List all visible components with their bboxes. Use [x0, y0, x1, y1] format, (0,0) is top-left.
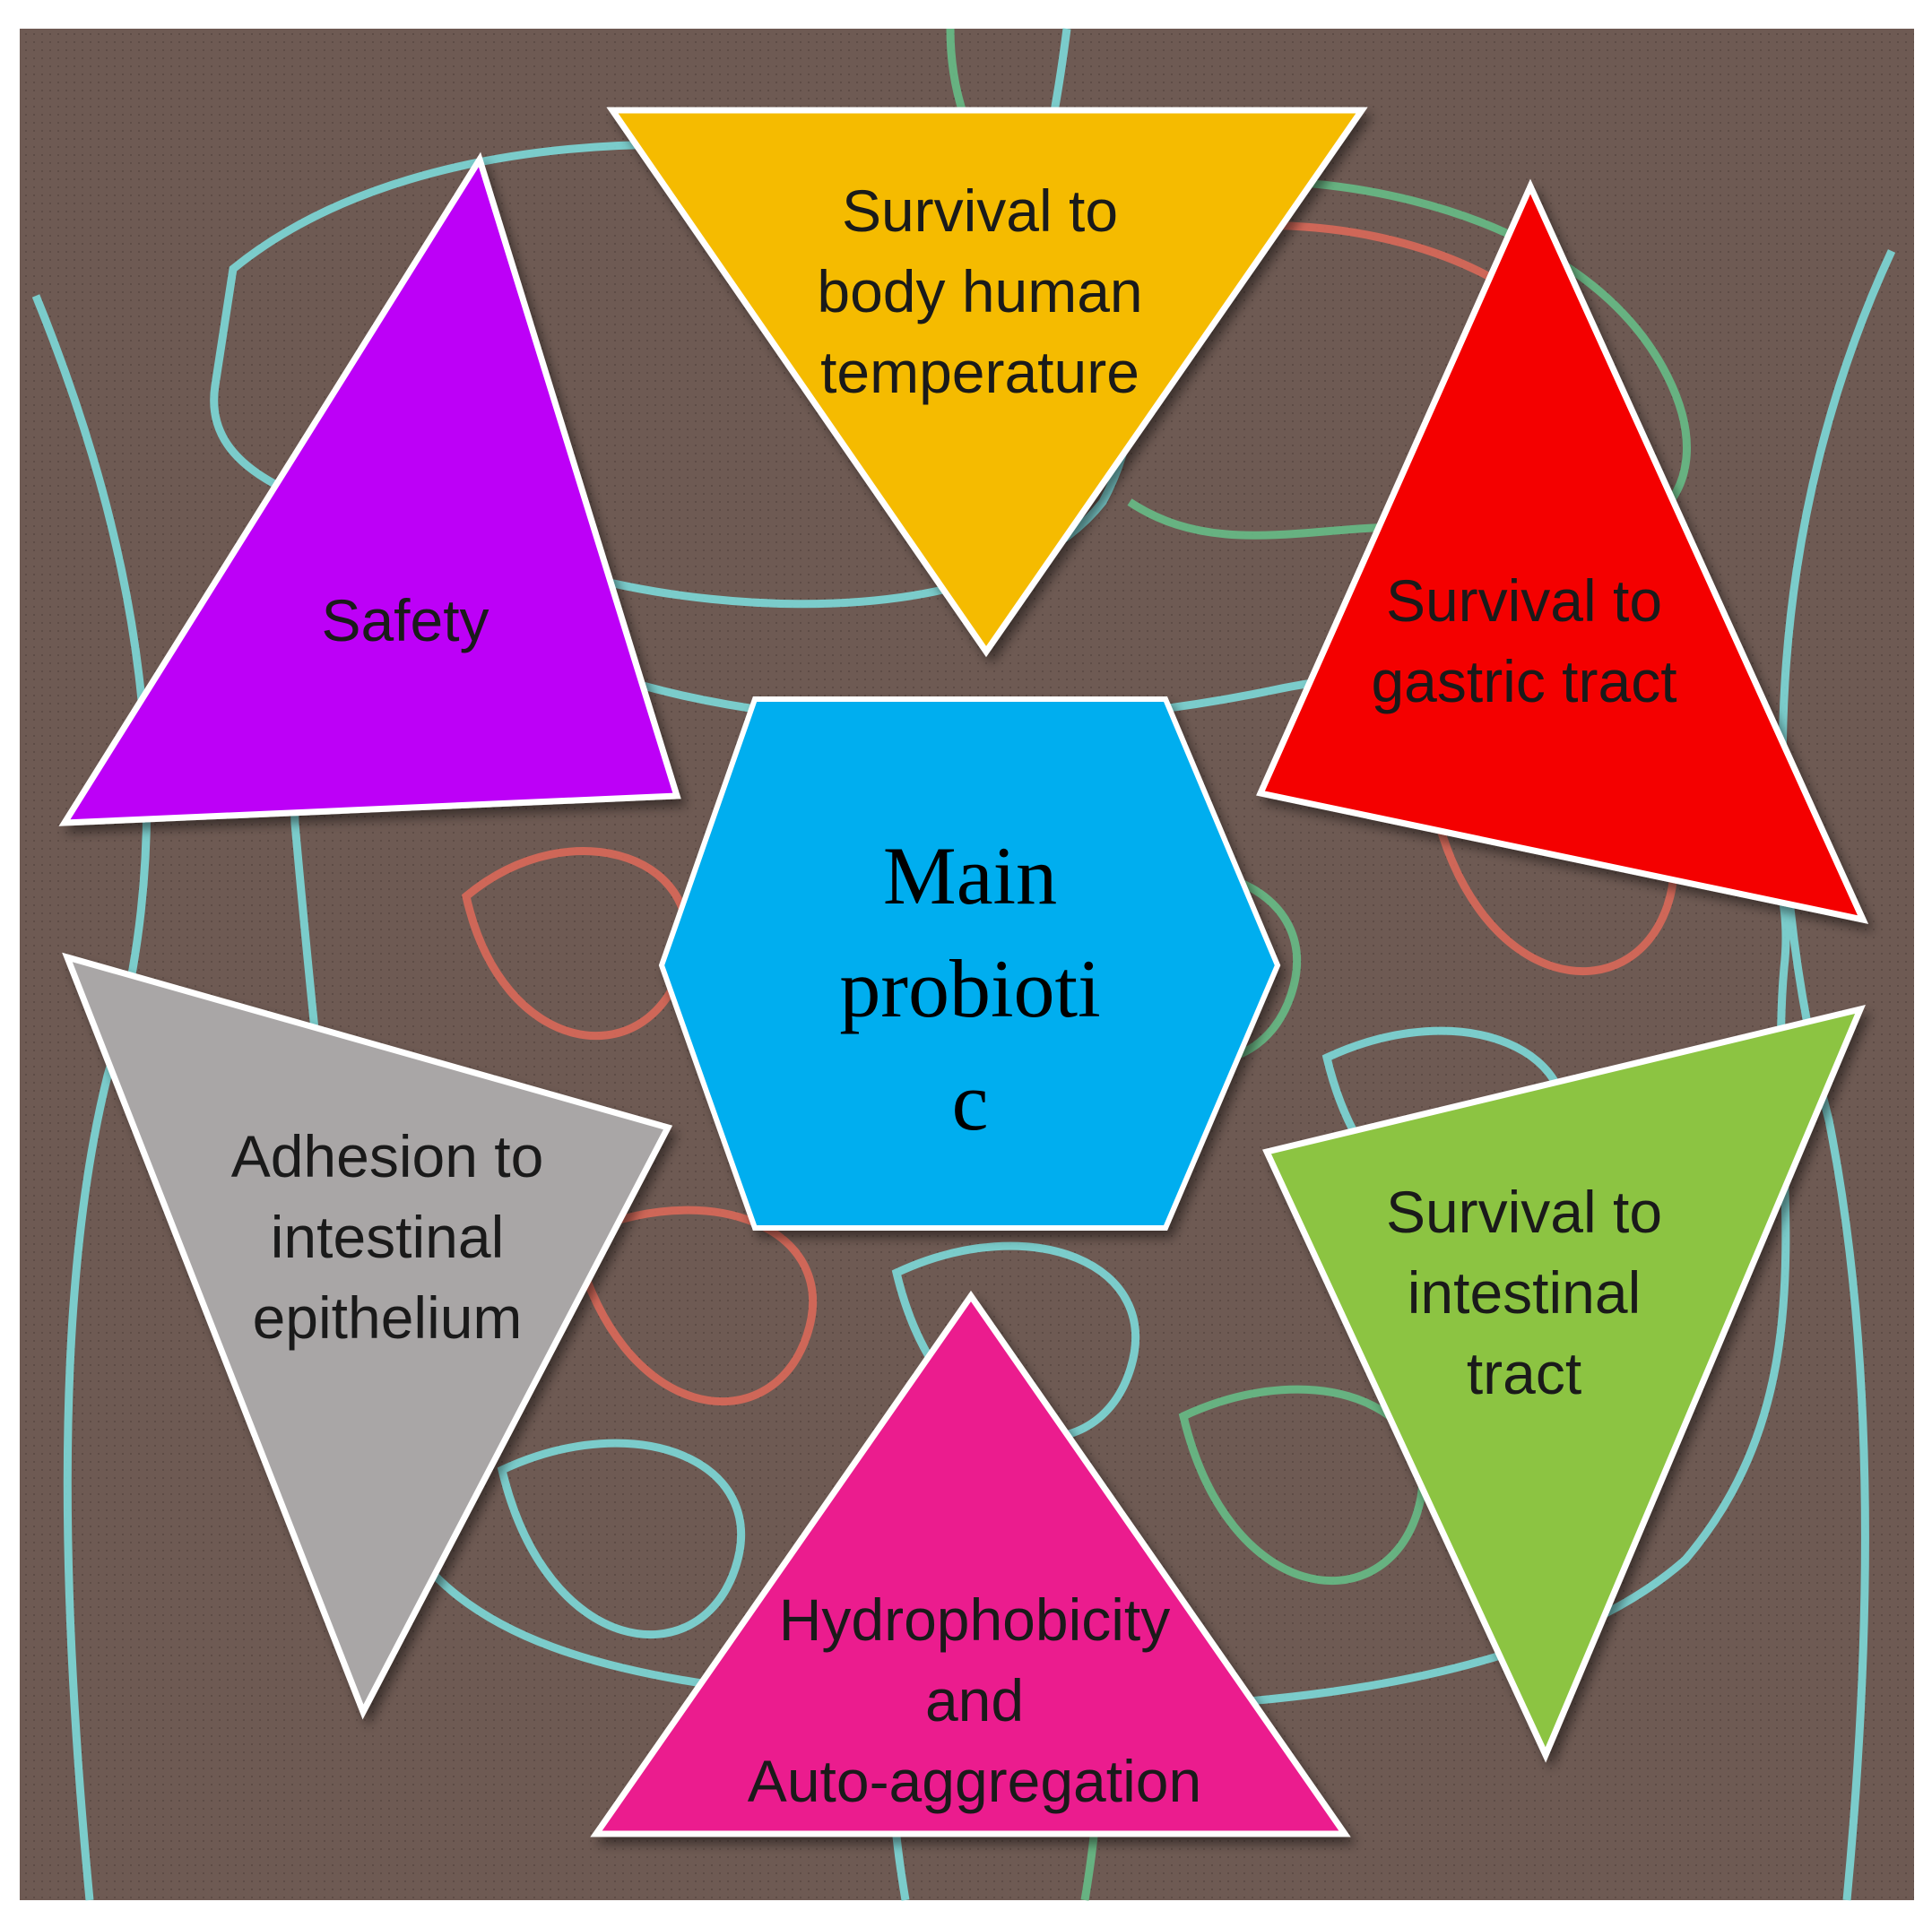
stomach-outline [1074, 177, 1691, 551]
label-safety: Safety [321, 587, 489, 653]
triangle-body-temperature [606, 107, 1368, 658]
intestine-loop-8 [497, 1439, 745, 1639]
label-line: Auto-aggregation [748, 1748, 1201, 1814]
label-line: Adhesion to [231, 1123, 544, 1189]
central-hexagon-group: Main probioti c [658, 696, 1281, 1231]
label-line: intestinal [1408, 1259, 1642, 1326]
body-contour-right [1778, 249, 1896, 1901]
label-line: Survival to [1386, 567, 1662, 634]
label-gastric-tract: Survival to gastric tract [1371, 567, 1676, 714]
label-line: Safety [321, 587, 489, 653]
label-line: Hydrophobicity [779, 1586, 1171, 1653]
label-line: Survival to [1386, 1179, 1662, 1245]
criterion-body-temperature: Survival to body human temperature [606, 107, 1368, 658]
label-line: Survival to [842, 177, 1118, 244]
label-body-temperature: Survival to body human temperature [817, 177, 1142, 405]
label-intestinal-tract: Survival to intestinal tract [1386, 1179, 1662, 1406]
criterion-intestinal-tract: Survival to intestinal tract [1262, 1004, 1866, 1763]
label-line: temperature [820, 339, 1139, 405]
center-title: Main probioti c [839, 830, 1100, 1147]
label-line: intestinal [271, 1204, 505, 1270]
triangle-safety [58, 151, 681, 826]
body-contour-left [31, 294, 152, 1901]
criterion-gastric-tract: Survival to gastric tract [1256, 178, 1869, 924]
triangle-intestinal-tract [1262, 1004, 1866, 1763]
triangle-adhesion [62, 952, 673, 1720]
label-line: tract [1467, 1340, 1581, 1406]
label-adhesion: Adhesion to intestinal epithelium [231, 1123, 544, 1351]
label-line: and [925, 1667, 1024, 1733]
triangle-hydrophobicity [590, 1290, 1351, 1837]
central-hexagon [658, 696, 1281, 1231]
label-line: epithelium [253, 1284, 523, 1351]
label-line: Main [883, 830, 1057, 921]
triangle-gastric-tract [1256, 178, 1869, 924]
label-line: probioti [839, 943, 1100, 1034]
label-line: c [952, 1056, 989, 1147]
criterion-adhesion: Adhesion to intestinal epithelium [62, 952, 673, 1720]
label-line: gastric tract [1371, 648, 1676, 714]
label-line: body human [817, 258, 1142, 324]
criterion-safety: Safety [58, 151, 681, 826]
intestine-loop-7 [1178, 1385, 1426, 1586]
intestine-loop-5 [568, 1206, 817, 1406]
